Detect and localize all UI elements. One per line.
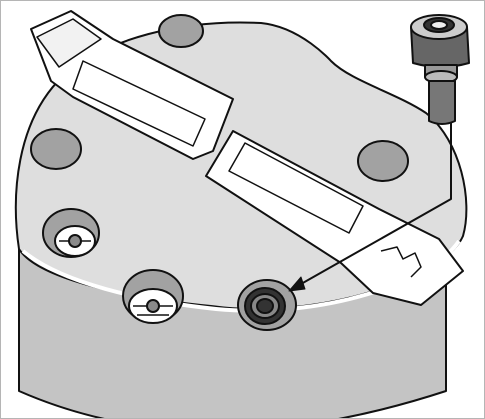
port-bottom-right-target [237, 279, 297, 331]
label-upper-left-fold [36, 18, 102, 68]
port-bottom-center [122, 269, 184, 324]
label-lower-right-inner [228, 142, 364, 234]
label-lower-right-tear [380, 246, 422, 278]
label-lower-right [205, 130, 464, 306]
label-upper-left-inner [72, 60, 206, 147]
insertion-arrow [300, 123, 452, 285]
insertion-arrowhead [288, 276, 306, 292]
port-left-upper [30, 128, 82, 170]
port-left-lower [42, 208, 100, 258]
plug-fitting [410, 14, 470, 125]
port-right-upper [357, 140, 409, 182]
port-top-center [158, 14, 204, 48]
